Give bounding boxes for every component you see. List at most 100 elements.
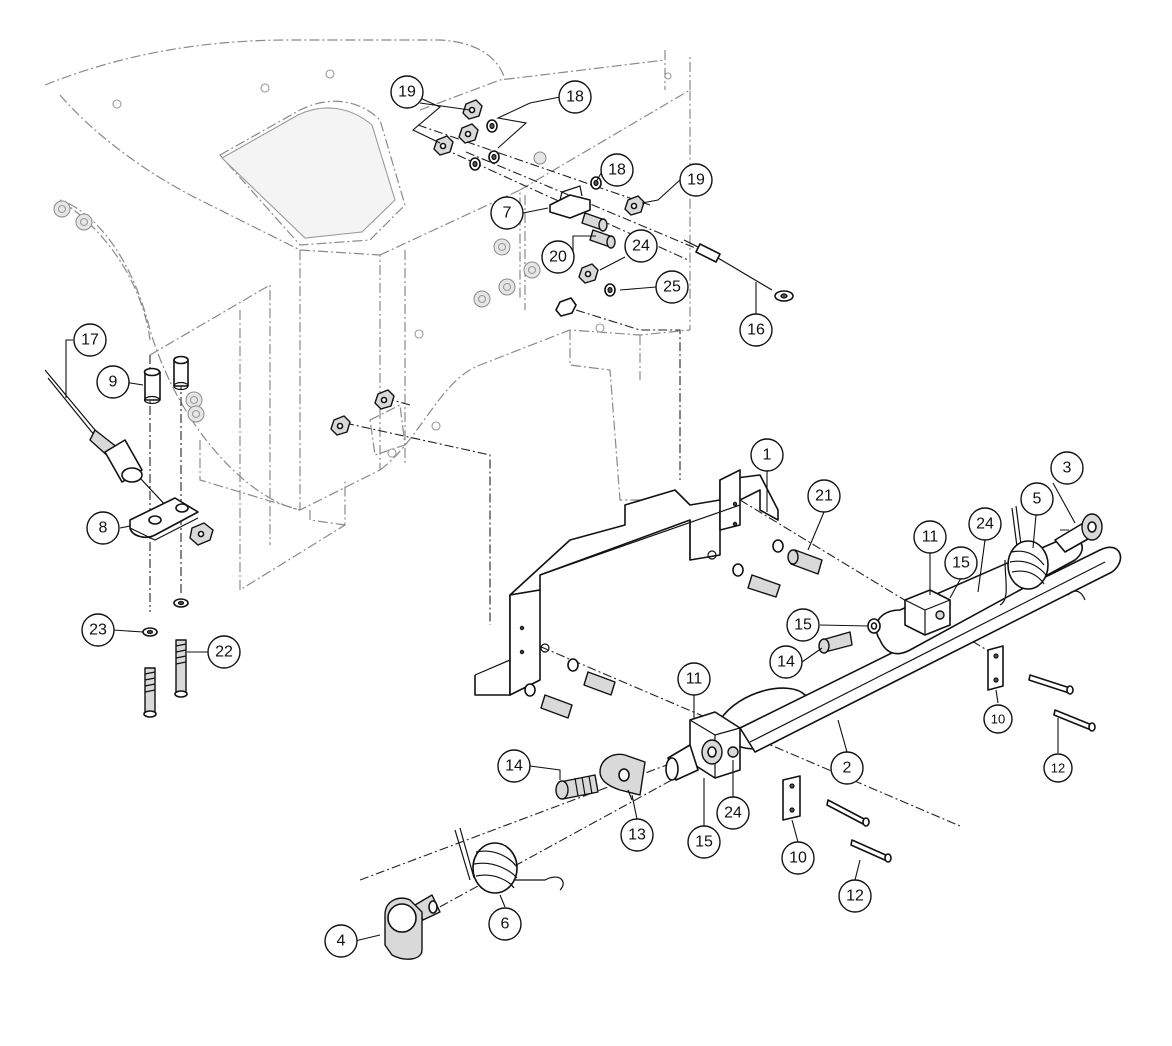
cable-part-17 [44,369,171,511]
washer-part-18 [469,119,602,190]
callout-1: 1 [750,438,784,472]
callout-number: 24 [632,238,650,255]
callout-number: 10 [789,850,807,867]
callout-number: 11 [686,671,703,688]
callout-number: 15 [695,834,713,851]
callout-12-left: 12 [838,879,872,913]
callout-number: 1 [763,447,772,464]
callout-number: 16 [747,322,765,339]
nut-part-19 [433,99,645,216]
callout-number: 2 [843,760,852,777]
callout-7: 7 [490,196,524,230]
assembly-guide-lines [149,124,1090,916]
callout-number: 15 [794,617,812,634]
callout-23: 23 [81,613,115,647]
callout-20: 20 [541,240,575,274]
bolt-part-20 [581,212,616,249]
callout-number: 7 [503,205,512,222]
callout-14-right: 14 [769,645,803,679]
callout-number: 22 [215,644,233,661]
callout-number: 4 [337,933,346,950]
callout-number: 14 [777,654,795,671]
callout-25: 25 [655,270,689,304]
callout-6: 6 [488,907,522,941]
callout-number: 24 [724,805,742,822]
callout-number: 11 [922,529,939,546]
bracket-part-1 [474,469,779,696]
callout-21: 21 [807,479,841,513]
callout-15-middle: 15 [786,608,820,642]
bolts-part-21 [524,539,823,719]
block-part-11-left [665,711,741,781]
callout-14-left: 14 [497,749,531,783]
callout-15-lower: 15 [687,825,721,859]
washer-part-25 [604,283,616,297]
callout-4: 4 [324,924,358,958]
plate-part-10-left [782,775,801,821]
bolt-part-14-right [818,631,853,654]
callout-number: 12 [846,888,864,905]
leader-lines [65,91,1076,942]
washer-part-23 [142,598,189,637]
callout-number: 10 [991,712,1005,727]
callout-18-top: 18 [558,80,592,114]
top-hardware [433,99,794,317]
spring-part-6 [454,827,564,894]
callout-number: 17 [81,332,99,349]
callout-19-mid: 19 [679,163,713,197]
bolt-part-22 [143,639,188,718]
callout-number: 15 [952,555,970,572]
callout-24-top: 24 [624,229,658,263]
callout-15-upper: 15 [944,546,978,580]
callout-number: 12 [1051,761,1065,776]
callout-12-right: 12 [1043,753,1073,783]
block-part-11-right [904,589,951,636]
callout-number: 5 [1033,491,1042,508]
callout-number: 23 [89,622,107,639]
callout-number: 18 [608,162,626,179]
bracket-part-8 [129,497,214,546]
callout-number: 14 [505,758,523,775]
callout-5: 5 [1020,482,1054,516]
callout-24-right: 24 [968,507,1002,541]
callout-2: 2 [830,751,864,785]
callout-number: 19 [687,172,705,189]
callout-number: 6 [501,916,510,933]
callout-10-right: 10 [983,704,1013,734]
callout-10-left: 10 [781,841,815,875]
plate-part-10-right [987,645,1004,691]
cable-part-16 [683,239,794,302]
pin-part-3 [1054,513,1103,601]
callout-16: 16 [739,313,773,347]
callout-13: 13 [620,818,654,852]
callout-number: 18 [566,89,584,106]
callout-24-lower: 24 [716,796,750,830]
callout-9: 9 [96,365,130,399]
tube-bar-part-2 [719,537,1122,753]
callout-number: 21 [815,488,833,505]
callout-number: 24 [976,516,994,533]
spacer-part-9 [143,355,189,405]
callout-number: 25 [663,279,681,296]
bolts-part-12 [826,674,1096,863]
callout-number: 19 [398,84,416,101]
callout-11-left: 11 [677,662,711,696]
callout-17: 17 [73,323,107,357]
clip-part-7 [549,185,591,219]
callout-18-mid: 18 [600,153,634,187]
callout-19-top: 19 [390,75,424,109]
callout-number: 13 [628,827,646,844]
bolt-part-14-left [555,774,599,800]
callout-number: 8 [99,520,108,537]
machine-frame-outline [44,39,691,592]
frame-nuts [53,151,547,423]
callout-22: 22 [207,635,241,669]
knob-part-4 [384,894,441,960]
callout-11-right: 11 [913,520,947,554]
callout-number: 20 [549,249,567,266]
left-hardware [44,355,395,718]
washer-part-15-right [867,618,881,634]
callout-8: 8 [86,511,120,545]
callout-number: 9 [109,374,118,391]
